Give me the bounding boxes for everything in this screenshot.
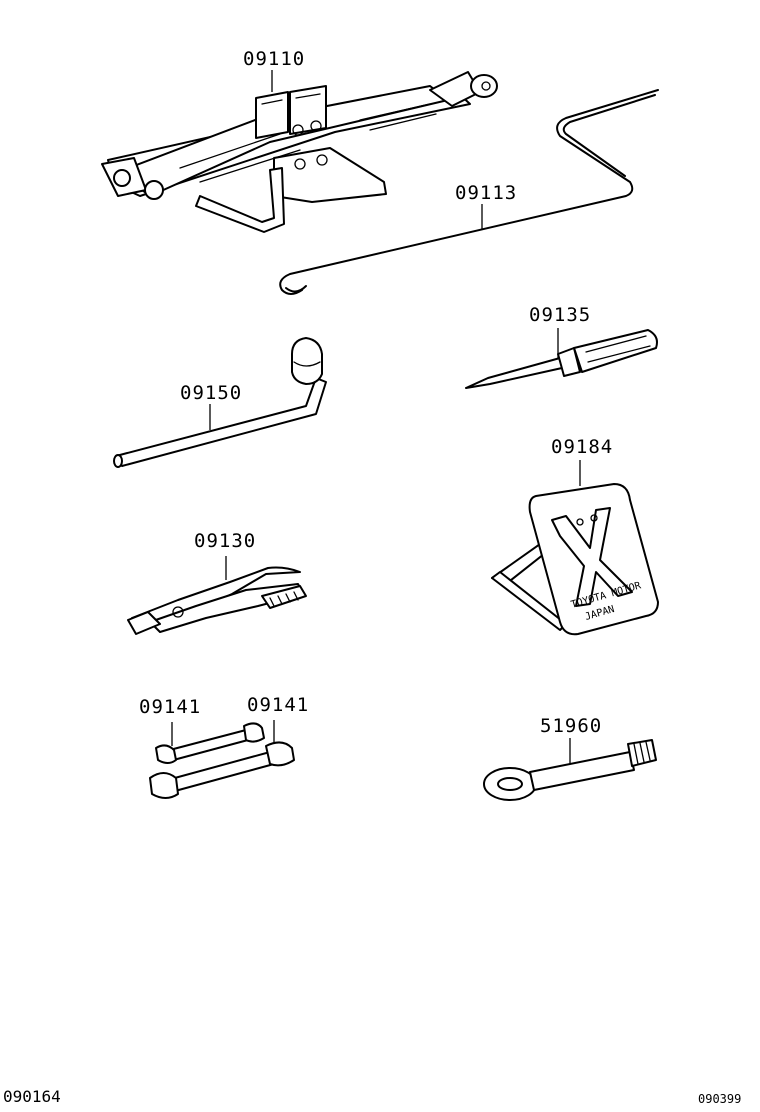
jack-drawing [101,70,498,233]
screwdriver-drawing [465,328,658,389]
wheel-nut-wrench-drawing [113,337,327,468]
footer-right-code: 090399 [698,1092,742,1106]
part-number-towing-eye: 51960 [540,715,603,737]
footer-left-code: 090164 [3,1087,61,1106]
part-number-pliers: 09130 [194,530,257,552]
warning-triangle-drawing: TOYOTA MOTOR JAPAN [491,460,659,636]
part-number-screwdriver: 09135 [529,304,592,326]
part-number-wrench-large: 09141 [247,694,310,716]
wrenches-drawing [149,720,295,799]
pliers-drawing [127,556,307,635]
part-number-jack: 09110 [243,48,306,70]
part-number-wheel-nut-wrench: 09150 [180,382,243,404]
jack-handle-drawing [279,89,659,295]
part-number-jack-handle: 09113 [455,182,518,204]
part-number-wrench-small: 09141 [139,696,202,718]
part-number-warning-triangle: 09184 [551,436,614,458]
towing-eye-drawing [483,738,657,801]
